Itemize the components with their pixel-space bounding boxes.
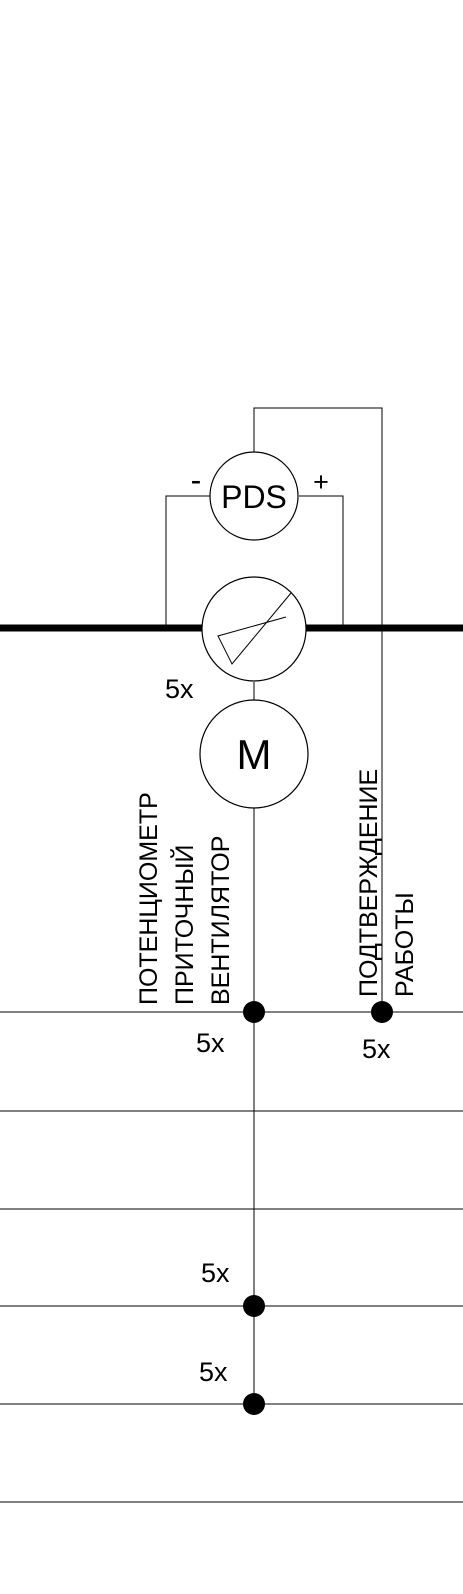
junction-potentiometer-multiplier: 5x xyxy=(196,1028,225,1058)
junction-bus-5 xyxy=(243,1393,265,1415)
pds-plus-sign: + xyxy=(313,467,329,497)
pds-minus-sign: - xyxy=(191,462,202,498)
potentiometer-label-line-3: ВЕНТИЛЯТОР xyxy=(207,836,235,1005)
confirmation-label-line-1: ПОДТВЕРЖДЕНИЕ xyxy=(355,769,383,997)
pds-sensor xyxy=(209,451,299,541)
junction-bus-4-multiplier: 5x xyxy=(201,1258,230,1288)
potentiometer-label-line-1: ПОТЕНЦИОМЕТР xyxy=(135,792,163,1005)
confirmation-label-line-2: РАБОТЫ xyxy=(391,892,419,997)
motor-label: M xyxy=(237,731,272,778)
junction-bus-4 xyxy=(243,1295,265,1317)
confirmation-wire xyxy=(253,407,383,1012)
junction-bus-5-multiplier: 5x xyxy=(199,1357,228,1387)
damper-blade-icon xyxy=(217,592,292,665)
motor-multiplier: 5x xyxy=(165,674,194,704)
junction-confirmation-multiplier: 5x xyxy=(362,1034,391,1064)
pds-minus-tap xyxy=(165,495,210,628)
damper xyxy=(201,576,307,682)
junction-confirmation xyxy=(371,1001,393,1023)
motor xyxy=(199,699,309,809)
potentiometer-label-line-2: ПРИТОЧНЫЙ xyxy=(169,845,199,1005)
junction-potentiometer xyxy=(243,1001,265,1023)
pds-label: PDS xyxy=(221,479,287,515)
pds-plus-tap xyxy=(299,495,344,628)
